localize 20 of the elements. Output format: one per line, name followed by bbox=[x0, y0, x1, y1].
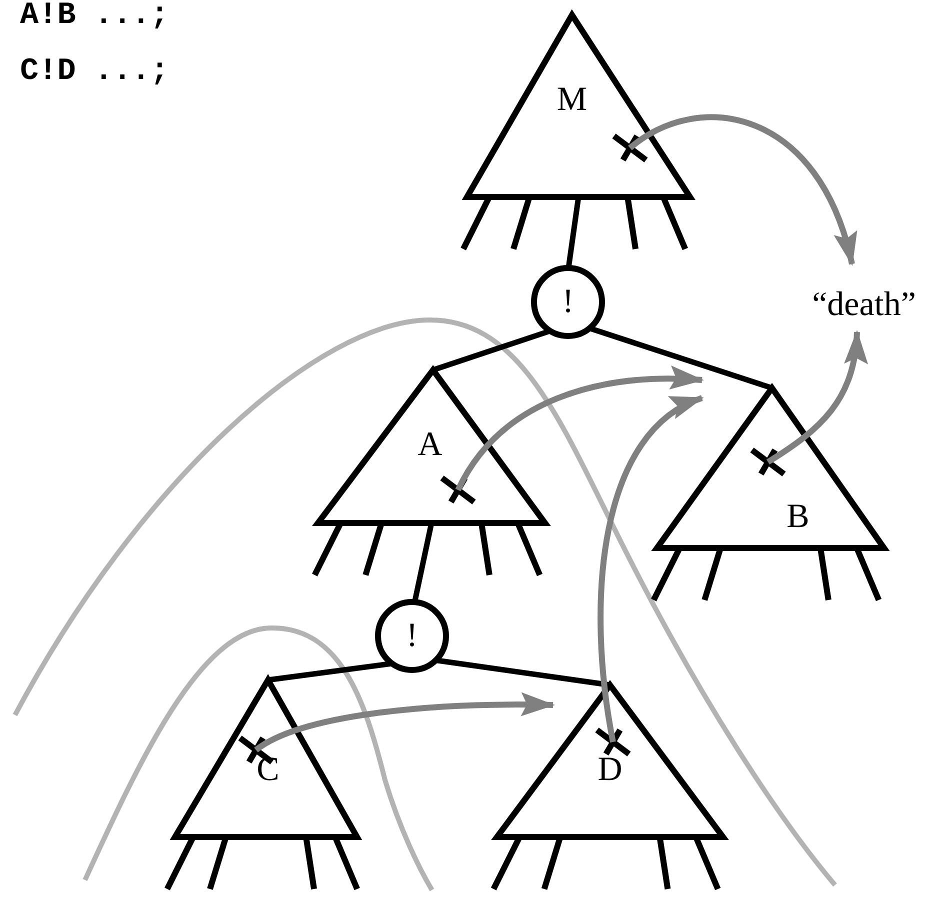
connector-line bbox=[588, 326, 773, 391]
connector-line bbox=[432, 328, 552, 373]
arrow bbox=[766, 330, 867, 465]
outcome-label: “death” bbox=[812, 288, 916, 322]
arrow bbox=[598, 395, 704, 742]
connector-line bbox=[435, 658, 610, 688]
node-label: A bbox=[418, 428, 442, 462]
code-line: A!B ...; bbox=[20, 0, 169, 31]
arrow bbox=[628, 114, 856, 266]
connector-line bbox=[268, 660, 392, 683]
node-label: D bbox=[598, 753, 622, 787]
operator-symbol: ! bbox=[562, 285, 574, 319]
code-line: C!D ...; bbox=[20, 56, 169, 87]
operator-circle bbox=[531, 265, 605, 339]
operator-circle bbox=[375, 599, 449, 673]
node-label: M bbox=[556, 83, 588, 117]
arrow bbox=[455, 366, 704, 492]
arrow bbox=[254, 692, 555, 753]
node-label: B bbox=[786, 500, 810, 534]
operator-symbol: ! bbox=[406, 619, 418, 653]
